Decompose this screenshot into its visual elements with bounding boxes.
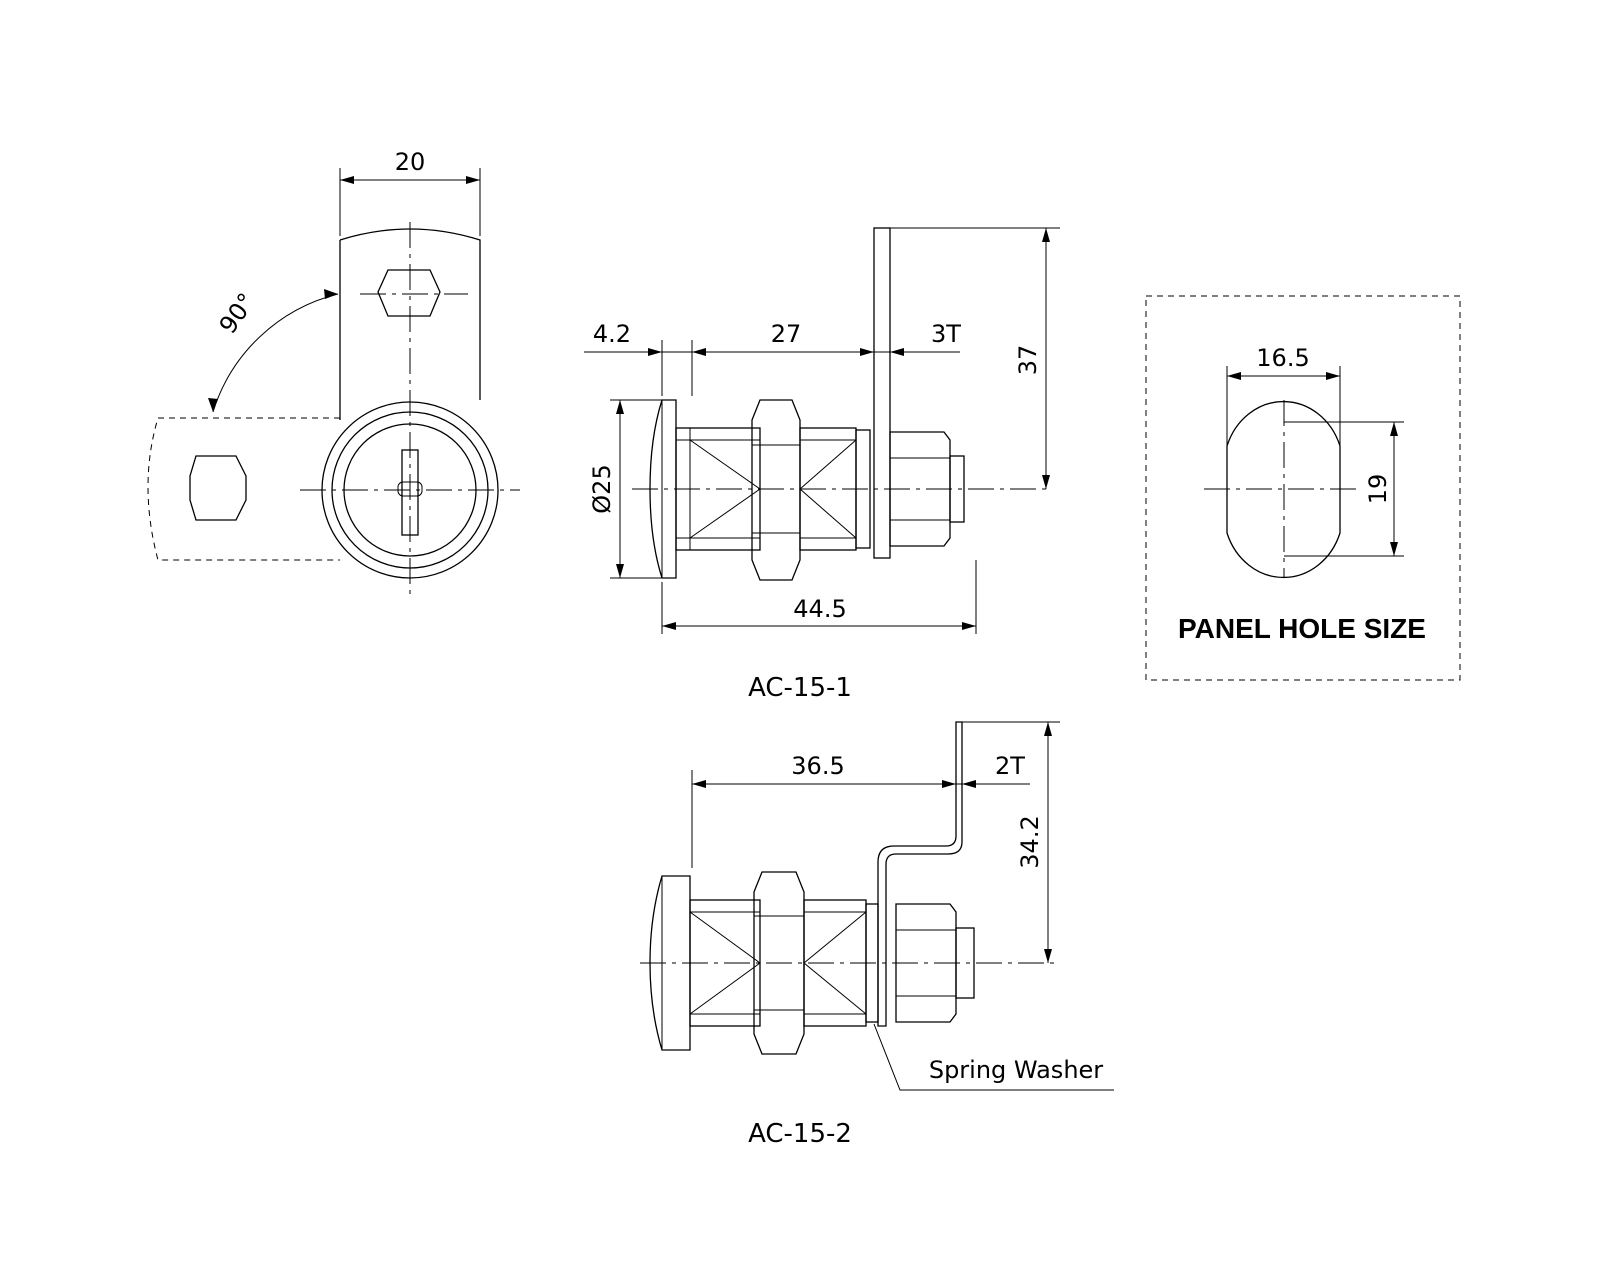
cam-slot-vertical [377,269,441,317]
lip-dim: 4.2 [593,320,631,348]
cam-thickness-dim: 3T [931,320,961,348]
side-view-2: 36.5 2T 34.2 Spring Washer AC-15-2 [640,721,1114,1149]
length-dim: 36.5 [791,752,844,780]
body-dim: 27 [771,320,802,348]
overall-dim: 44.5 [793,595,846,623]
cam-slot-rotated [189,455,247,521]
cam-thickness-dim-2: 2T [995,752,1025,780]
rotation-label: 90° [214,288,261,339]
lock-lip [649,399,677,579]
cam-arm-rotated [147,417,340,561]
washer-callout: Spring Washer [929,1056,1103,1084]
front-view: 90° 20 [147,148,520,598]
model-label-1: AC-15-1 [748,673,852,703]
side-view-1: 4.2 27 3T 37 Ø25 44.5 AC-15-1 [584,227,1060,703]
hole-height-dim: 19 [1364,474,1392,505]
height-dim-2: 34.2 [1016,815,1044,868]
cam-nut [889,431,951,547]
body-nut [751,399,801,581]
rotation-arc [212,293,339,413]
cam-plate-3t [873,227,891,559]
height-dim: 37 [1014,345,1042,376]
offset-cam-2t [877,721,963,1027]
lock-lip-2 [649,875,691,1051]
body-nut-2 [753,871,805,1055]
cam-arm-vertical [339,228,481,420]
panel-hole-shape [1226,400,1341,579]
hole-width-dim: 16.5 [1256,344,1309,372]
panel-hole-box: 16.5 19 PANEL HOLE SIZE [1145,295,1461,681]
model-label-2: AC-15-2 [748,1119,852,1149]
width-dim: 20 [395,148,426,176]
cam-nut-2 [895,903,957,1023]
diameter-dim: Ø25 [588,464,616,513]
panel-frame [1145,295,1461,681]
washer-leader [873,1023,1114,1091]
panel-hole-title: PANEL HOLE SIZE [1178,613,1426,644]
